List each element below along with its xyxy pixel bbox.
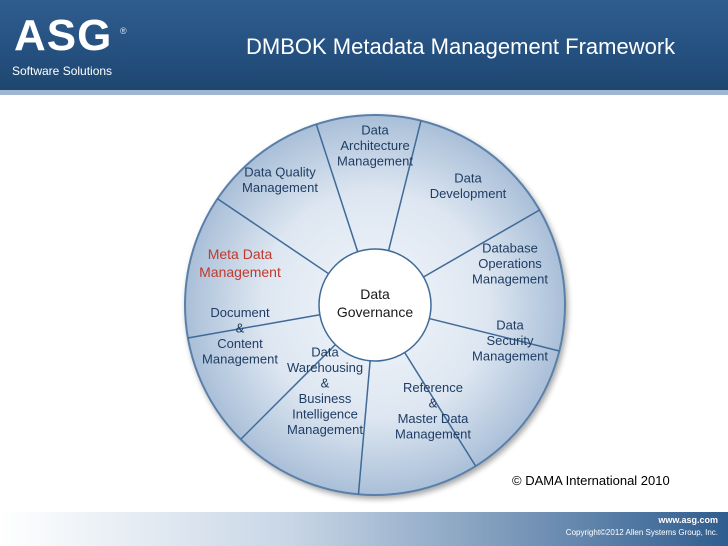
header-banner <box>0 0 728 90</box>
wheel-spoke <box>423 209 540 278</box>
logo-wordmark: ASG <box>14 11 113 60</box>
center-circle <box>318 248 432 362</box>
logo-subtitle: Software Solutions <box>12 64 113 78</box>
header-divider <box>0 90 728 95</box>
wheel-spoke <box>315 124 359 252</box>
slide-title: DMBOK Metadata Management Framework <box>246 34 676 59</box>
wheel-spoke <box>429 317 560 352</box>
footer-bar: www.asg.com Copyright©2012 Allen Systems… <box>0 512 728 546</box>
logo-registered-mark: ® <box>120 26 127 36</box>
footer-url: www.asg.com <box>658 515 718 525</box>
wheel-spoke <box>404 352 477 467</box>
wheel-spoke <box>357 360 371 495</box>
wheel-spoke <box>240 344 336 440</box>
dama-copyright: © DAMA International 2010 <box>512 473 670 488</box>
asg-logo: ASG ® Software Solutions <box>8 10 127 80</box>
wheel-spoke <box>187 313 320 339</box>
footer-copyright: Copyright©2012 Allen Systems Group, Inc. <box>565 528 718 537</box>
wheel-spoke <box>217 198 329 275</box>
wheel-spoke <box>387 120 422 251</box>
